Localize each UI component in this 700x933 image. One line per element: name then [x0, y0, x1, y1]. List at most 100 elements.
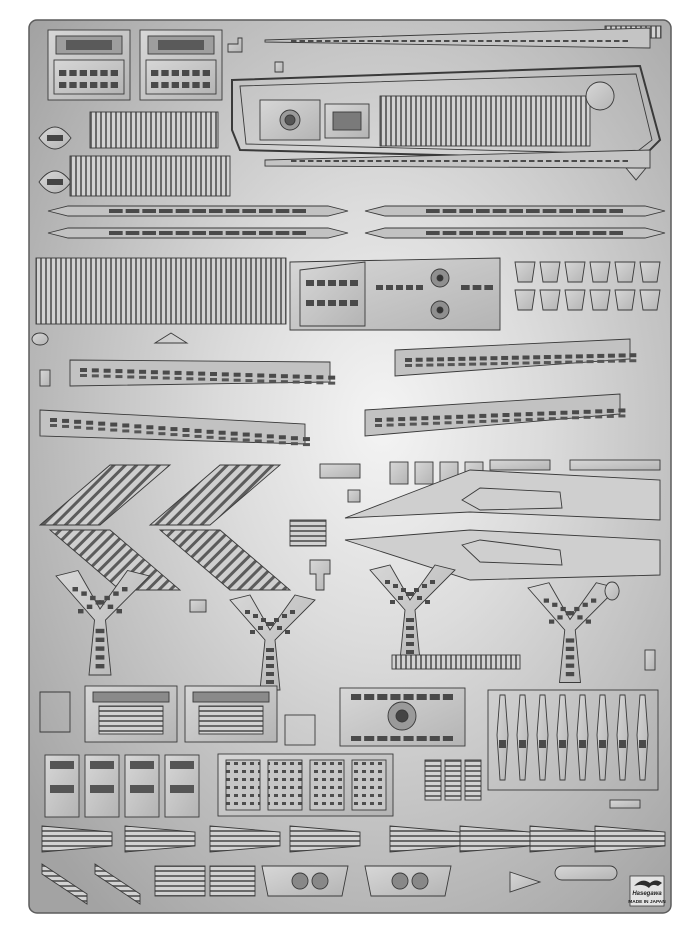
wing-port	[406, 634, 414, 638]
strake-window	[209, 231, 223, 235]
hatched-armor-wedge	[148, 464, 282, 526]
made-in-label: MADE IN JAPAN	[628, 899, 666, 905]
hull-port	[269, 379, 277, 383]
door-slot	[110, 70, 118, 76]
hull-port	[233, 378, 241, 382]
strake-detail	[316, 40, 322, 42]
small-tube-part	[444, 759, 462, 801]
deck-vent	[484, 285, 493, 290]
strake-detail	[495, 160, 501, 162]
hull-port	[245, 379, 253, 383]
hull-strake-middle	[264, 149, 651, 169]
hull-port	[198, 377, 206, 381]
wing-port	[406, 618, 414, 622]
thin-rail-part	[489, 459, 551, 471]
grille-square-part	[289, 519, 327, 547]
deck-round-boss	[585, 81, 615, 111]
deck-vent	[461, 285, 470, 290]
hull-port	[139, 369, 147, 374]
wing-port	[582, 602, 588, 607]
strake-detail	[503, 40, 509, 42]
small-triangle-part	[625, 167, 647, 181]
hull-port	[583, 409, 591, 414]
hull-port	[302, 437, 310, 442]
strake-detail	[410, 160, 416, 162]
hull-port	[629, 359, 637, 363]
hull-port	[134, 424, 142, 429]
strake-window	[592, 231, 607, 235]
door-slot	[202, 70, 210, 76]
wing-port	[565, 646, 575, 651]
wing-port	[385, 580, 390, 584]
trapezoid-shield-part	[539, 289, 561, 311]
hull-port	[242, 432, 250, 437]
wing-port	[577, 615, 583, 620]
strake-window	[175, 209, 190, 213]
antenna-spike-part	[636, 694, 649, 781]
deck-tri-fan-hub	[436, 306, 444, 314]
strake-detail	[622, 160, 628, 162]
strake-detail	[427, 40, 433, 42]
hull-port	[74, 425, 82, 429]
hull-port	[415, 357, 423, 362]
hull-port	[316, 381, 324, 385]
strake-detail	[461, 40, 467, 42]
hull-port	[316, 375, 324, 380]
strake-detail	[605, 160, 611, 162]
hull-port	[386, 423, 394, 427]
wing-port	[565, 638, 575, 643]
y-wing-part-d	[527, 582, 619, 683]
hull-port	[134, 430, 142, 434]
hull-port	[597, 353, 605, 358]
hangar-door-window	[66, 40, 112, 50]
hull-port	[174, 370, 182, 375]
hull-port	[565, 360, 573, 364]
deck-vent	[386, 285, 393, 290]
strake-window	[576, 231, 590, 235]
strake-detail	[350, 40, 356, 42]
deck-vent	[328, 280, 336, 286]
gear-bay-slot	[170, 785, 194, 793]
hull-port	[398, 417, 406, 422]
engine-port	[403, 694, 414, 700]
strake-window	[592, 209, 607, 213]
wing-port	[417, 596, 422, 600]
engine-fan-hub	[395, 709, 409, 723]
deck-vent	[472, 285, 482, 290]
strake-detail	[622, 40, 628, 42]
hull-port	[426, 357, 434, 362]
hull-port	[575, 360, 583, 364]
hull-port	[595, 409, 603, 414]
hull-port	[560, 410, 568, 415]
wing-port	[266, 648, 274, 652]
deck-tri-fan-hub	[436, 274, 444, 282]
hull-port	[479, 356, 487, 361]
hull-port	[456, 414, 464, 419]
slat-block-part	[209, 865, 256, 897]
wing-port	[549, 619, 555, 624]
strake-detail	[333, 40, 339, 42]
wing-port	[406, 626, 414, 630]
strake-detail	[614, 160, 620, 162]
maker-logo-text: Hasegawa	[632, 891, 662, 897]
wing-port	[253, 614, 258, 618]
strake-window	[125, 209, 140, 213]
tapered-vent-strip	[289, 825, 361, 853]
strake-detail	[367, 160, 373, 162]
hangar-door-lower	[53, 59, 125, 95]
hull-port	[292, 380, 300, 384]
door-slot	[69, 82, 77, 88]
wing-port	[277, 626, 282, 630]
engine-port	[403, 736, 414, 741]
strake-detail	[325, 160, 331, 162]
hull-port	[421, 416, 429, 421]
deck-vent	[317, 300, 325, 306]
wing-port	[565, 655, 575, 660]
hull-port	[501, 361, 509, 365]
door-slot	[182, 82, 190, 88]
wing-port	[557, 615, 563, 620]
wing-port	[258, 626, 263, 630]
wing-port	[95, 655, 105, 660]
strake-detail	[342, 160, 348, 162]
